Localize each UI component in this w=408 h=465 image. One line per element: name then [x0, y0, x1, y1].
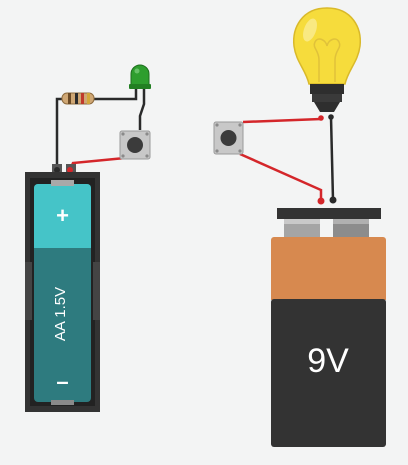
pushbutton-1[interactable] — [119, 130, 151, 160]
circuit-1 — [25, 64, 151, 412]
aa-plus-label: + — [56, 203, 69, 228]
aa-type-label: AA 1.5V — [52, 286, 69, 342]
aa-battery-holder[interactable] — [25, 164, 100, 412]
nine-volt-battery[interactable] — [271, 196, 386, 448]
wire-positive-aa[interactable] — [68, 156, 126, 171]
battery-top-band — [271, 237, 386, 299]
wire-led-to-button[interactable] — [138, 88, 146, 130]
wire-negative-9v[interactable] — [329, 116, 335, 201]
resistor[interactable] — [61, 92, 95, 105]
light-bulb[interactable] — [293, 7, 361, 121]
wire-resistor-to-led[interactable] — [94, 88, 138, 101]
pushbutton-2[interactable] — [213, 121, 244, 155]
wire-negative-aa[interactable] — [55, 97, 62, 170]
circuit-2 — [213, 7, 386, 448]
wire-positive-9v[interactable] — [239, 152, 323, 200]
wire-button-to-bulb[interactable] — [242, 117, 322, 124]
aa-minus-label: – — [56, 369, 69, 394]
battery-body — [271, 299, 386, 447]
nine-volt-label: 9V — [307, 342, 349, 380]
green-led[interactable] — [129, 64, 151, 89]
led-body — [130, 64, 150, 87]
